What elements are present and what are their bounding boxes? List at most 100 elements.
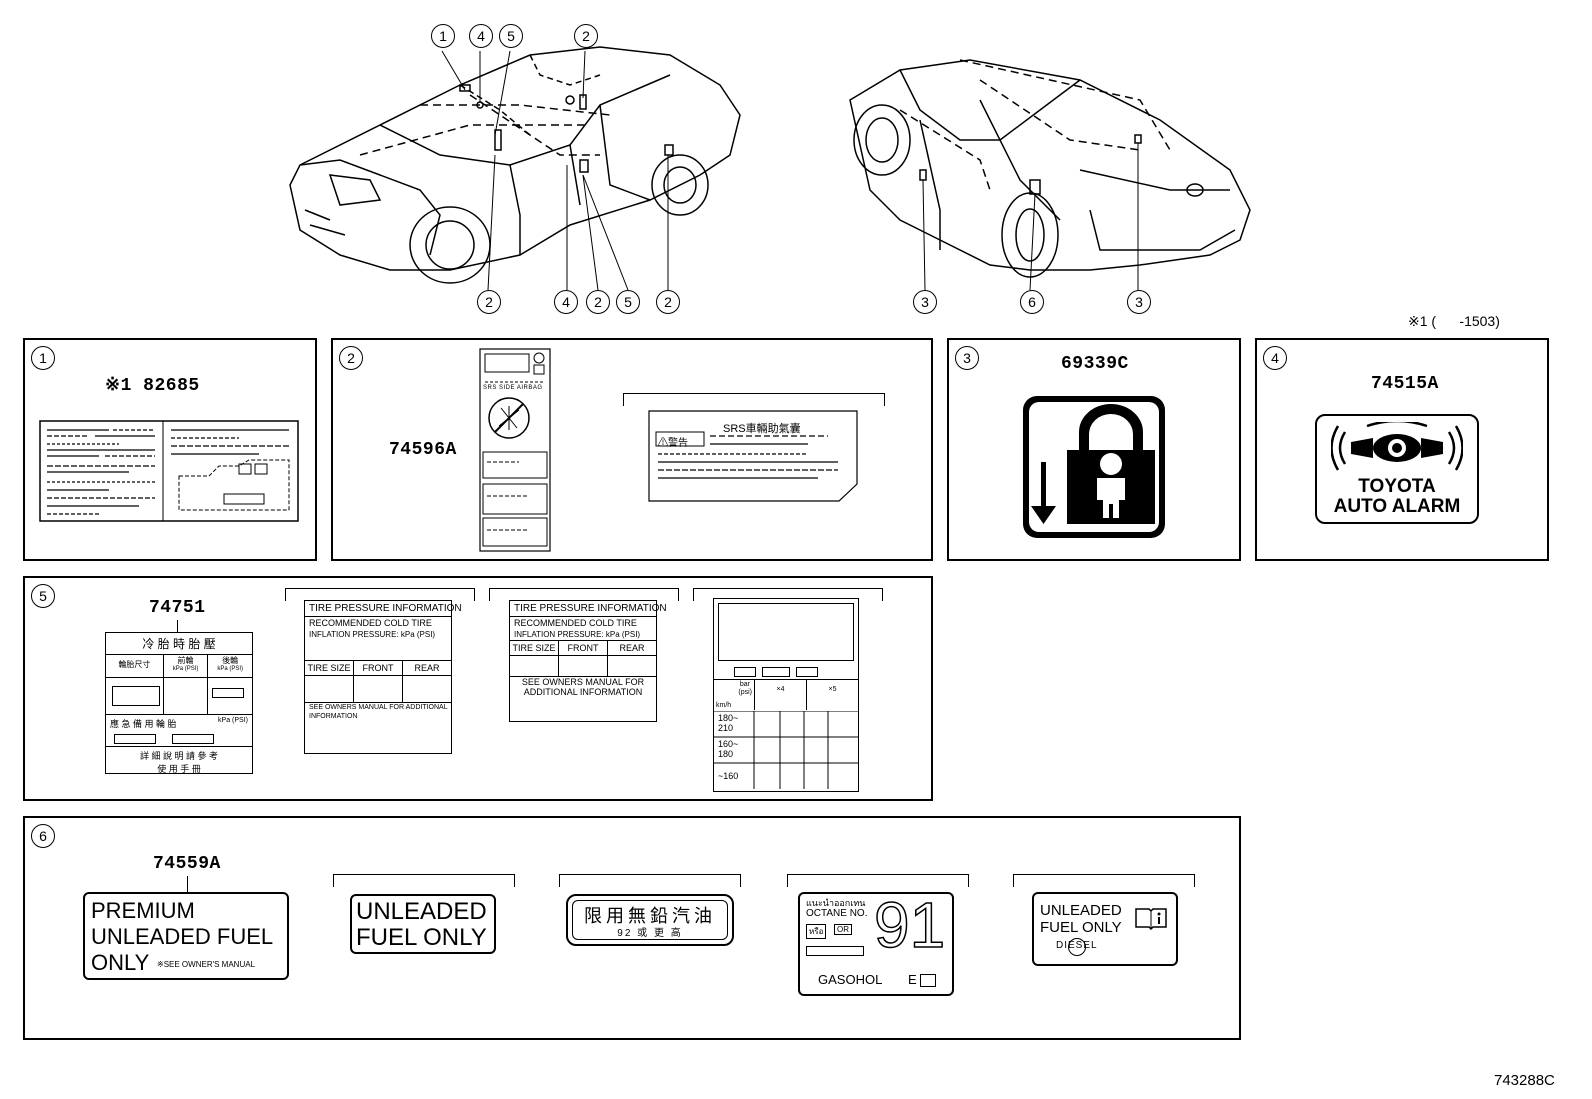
thai-e: E [908, 972, 917, 987]
bracket [623, 393, 885, 406]
chinese-l2: 92 或 更 高 [617, 928, 683, 939]
footnote: ※1 ( -1503) [1408, 313, 1500, 329]
bracket [333, 874, 515, 887]
grid-unit1: bar [739, 681, 750, 688]
tire-cn-spare-unit: kPa (PSI) [218, 717, 248, 724]
callout-2: 2 [574, 24, 598, 48]
thai-number: 91 [873, 888, 946, 962]
tire-en2-foot2: ADDITIONAL INFORMATION [523, 687, 643, 697]
rear-car-illustration [849, 59, 1251, 291]
callout-5: 5 [499, 24, 523, 48]
grid-unit3: km/h [716, 702, 732, 709]
leader-line [177, 620, 178, 632]
grid-unit2: (psi) [738, 689, 752, 696]
tire-cn-col2: 前輪 [177, 656, 194, 665]
tire-en1-foot1: SEE OWNERS MANUAL FOR ADDITIONAL [309, 704, 448, 711]
callout-3: 3 [1127, 290, 1151, 314]
bracket [693, 588, 883, 601]
label-74596a-airbag [479, 348, 551, 552]
panel-5-number: 5 [31, 584, 55, 608]
tire-en2-c2: FRONT [559, 641, 608, 655]
leader-line [187, 876, 188, 892]
unleaded-l2: FUEL ONLY [356, 924, 487, 951]
thai-b2: OR [834, 924, 852, 935]
callout-4: 4 [554, 290, 578, 314]
callout-5: 5 [616, 290, 640, 314]
tire-en1-c3: REAR [414, 663, 440, 673]
no-diesel-icon [1068, 938, 1086, 956]
panel-3-number: 3 [955, 346, 979, 370]
thai-t1: แนะนำออกเทน [806, 898, 866, 908]
part-number-74515a: 74515A [1371, 374, 1439, 394]
front-car-illustration [289, 46, 741, 291]
panel-6-number: 6 [31, 824, 55, 848]
child-lock-label [1023, 396, 1165, 538]
tire-label-en-1: TIRE PRESSURE INFORMATION RECOMMENDED CO… [304, 600, 462, 754]
grid-table [714, 711, 858, 789]
unleaded-l1: UNLEADED [356, 898, 487, 925]
tire-en1-title: TIRE PRESSURE INFORMATION [305, 601, 462, 617]
grid-load2: ×5 [828, 686, 837, 693]
grid-row3: ~160 [718, 771, 739, 781]
srs-text: SRS車輛助氣囊 [723, 423, 801, 435]
tire-en1-line1: RECOMMENDED COLD TIRE [309, 618, 432, 628]
panel-6: 6 74559A PREMIUM UNLEADED FUEL ONLY ※SEE… [23, 816, 1241, 1040]
bracket [787, 874, 969, 887]
tire-cn-unit2: kPa (PSI) [217, 666, 244, 672]
panel-4-number: 4 [1263, 346, 1287, 370]
tire-en1-c1: TIRE SIZE [305, 661, 354, 675]
thai-t2: OCTANE NO. [806, 908, 868, 919]
part-number-74751: 74751 [149, 598, 206, 618]
callout-3: 3 [913, 290, 937, 314]
callout-4: 4 [469, 24, 493, 48]
alarm-line1: TOYOTA [1358, 476, 1436, 497]
callout-2: 2 [477, 290, 501, 314]
premium-l1: PREMIUM [91, 898, 195, 923]
toyota-auto-alarm-label: TOYOTA AUTO ALARM [1315, 414, 1479, 524]
tire-cn-unit: kPa (PSI) [172, 666, 199, 672]
premium-l3: ONLY [91, 950, 150, 975]
tire-en1-c2: FRONT [354, 661, 403, 675]
part-number-74596a: 74596A [389, 440, 457, 460]
manual-book-icon [1135, 908, 1167, 930]
octane-91-label: แนะนำออกเทน OCTANE NO. หรือ OR 91 GASOHO… [798, 888, 954, 996]
tire-cn-col3: 後輪 [222, 656, 239, 665]
tire-label-en-2: TIRE PRESSURE INFORMATION RECOMMENDED CO… [509, 600, 667, 722]
tire-en1-foot2: INFORMATION [309, 713, 358, 720]
tire-cn-foot2: 使 用 手 冊 [157, 764, 201, 774]
thai-gasohol: GASOHOL [818, 972, 883, 987]
premium-fuel-label: PREMIUM UNLEADED FUEL ONLY ※SEE OWNER'S … [83, 892, 289, 980]
chinese-fuel-label: 限用無鉛汽油 92 或 更 高 [566, 894, 734, 946]
callout-6: 6 [1020, 290, 1044, 314]
premium-l2: UNLEADED FUEL [91, 924, 274, 949]
tire-en2-c3: REAR [619, 643, 645, 653]
tire-en2-foot1: SEE OWNERS MANUAL FOR [521, 677, 645, 687]
panel-2: 2 74596A SRS SIDE AIRBAG SRS車輛助氣囊 ⚠警告 [331, 338, 933, 561]
premium-note: ※SEE OWNER'S MANUAL [157, 960, 256, 969]
tire-cn-title: 冷 胎 時 胎 壓 [106, 633, 252, 655]
callout-1: 1 [431, 24, 455, 48]
panel-2-number: 2 [339, 346, 363, 370]
bracket [285, 588, 475, 601]
warning-text: ⚠警告 [658, 438, 688, 449]
alarm-line2: AUTO ALARM [1333, 496, 1461, 517]
tire-label-grid: bar (psi) km/h ×4 ×5 180~ 210 160~ 180 ~… [713, 598, 859, 792]
tire-en2-c1: TIRE SIZE [510, 641, 559, 655]
tire-en2-title: TIRE PRESSURE INFORMATION [510, 601, 667, 617]
diesel-l2: FUEL ONLY [1040, 919, 1122, 936]
panel-4: 4 74515A TOYOTA AUTO ALARM [1255, 338, 1549, 561]
bracket [1013, 874, 1195, 887]
unleaded-fuel-label: UNLEADED FUEL ONLY [350, 894, 496, 954]
alarm-icon [1331, 422, 1463, 471]
thai-b1: หรือ [806, 924, 827, 939]
tire-en2-line2: INFLATION PRESSURE: kPa (PSI) [514, 630, 641, 639]
figure-code: 743288C [1494, 1072, 1555, 1089]
tire-en1-line2: INFLATION PRESSURE: kPa (PSI) [309, 630, 436, 639]
chinese-l1: 限用無鉛汽油 [584, 906, 716, 926]
tire-en2-line1: RECOMMENDED COLD TIRE [514, 618, 637, 628]
airbag-caption: SRS SIDE AIRBAG [483, 385, 543, 391]
tire-cn-col1: 輪胎尺寸 [106, 655, 164, 677]
panel-1-number: 1 [31, 346, 55, 370]
label-82685 [39, 420, 299, 522]
